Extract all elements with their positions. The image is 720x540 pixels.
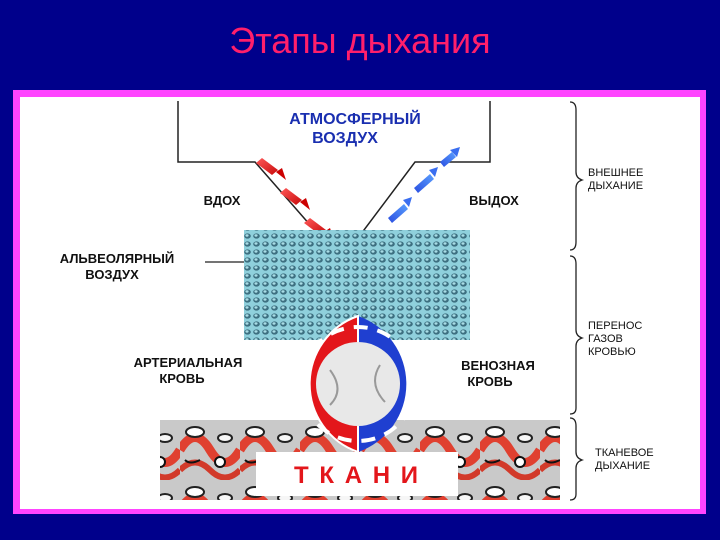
arterial-label-2: КРОВЬ (159, 371, 204, 386)
stage-external-2: ДЫХАНИЕ (588, 180, 643, 192)
stage-transport-2: ГАЗОВ (588, 333, 623, 345)
venous-label-2: КРОВЬ (467, 374, 512, 389)
tissues-label-box (256, 452, 458, 496)
stage-transport-3: КРОВЬЮ (588, 346, 636, 358)
blood-circulation-ring (299, 314, 417, 454)
stage-tissue-2: ДЫХАНИЕ (595, 460, 650, 472)
exhale-label: ВЫДОХ (469, 193, 519, 208)
atmosphere-label-1: АТМОСФЕРНЫЙ (289, 109, 421, 128)
stage-tissue-1: ТКАНЕВОЕ (595, 447, 654, 459)
inhale-label: ВДОХ (204, 193, 241, 208)
stage-external-1: ВНЕШНЕЕ (588, 167, 643, 179)
alveolar-label-1: АЛЬВЕОЛЯРНЫЙ (60, 251, 174, 266)
stage-braces (569, 101, 585, 501)
arterial-label-1: АРТЕРИАЛЬНАЯ (134, 355, 243, 370)
stage-transport-1: ПЕРЕНОС (588, 320, 642, 332)
alveolar-label-2: ВОЗДУХ (85, 267, 139, 282)
tissues-label: Т К А Н И (294, 462, 420, 489)
atmosphere-label-2: ВОЗДУХ (312, 130, 378, 147)
venous-label-1: ВЕНОЗНАЯ (461, 358, 535, 373)
slide-title: Этапы дыхания (229, 20, 491, 61)
